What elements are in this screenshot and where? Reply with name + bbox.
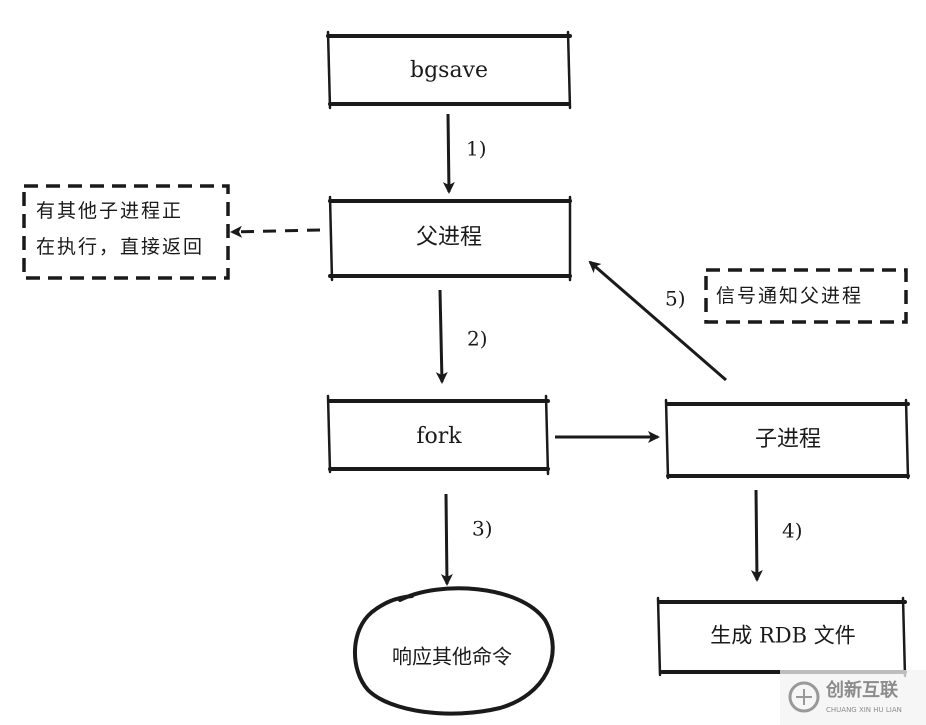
- watermark-name: 创新互联: [825, 679, 898, 701]
- child-process-box: 子进程: [664, 398, 910, 480]
- parent-process-box: 父进程: [328, 195, 572, 282]
- arrow-parent-to-return-note: [230, 225, 321, 238]
- step-1-label: 1): [466, 137, 487, 161]
- arrow-child-to-parent: [588, 260, 727, 382]
- other-child-note: 有其他子进程正 在执行，直接返回: [22, 184, 230, 280]
- arrow-fork-to-other-commands: [440, 493, 453, 586]
- bgsave-box: bgsave: [326, 30, 572, 110]
- child-process-label: 子进程: [755, 427, 821, 452]
- step-4-label: 4): [782, 519, 803, 543]
- fork-box: fork: [326, 394, 550, 476]
- arrow-parent-to-fork: [435, 289, 448, 384]
- rdb-file-label: 生成 RDB 文件: [710, 624, 855, 648]
- watermark-sub: CHUANG XIN HU LIAN: [826, 706, 902, 714]
- watermark-icon: [788, 681, 820, 713]
- arrow-bgsave-to-parent: [442, 113, 455, 194]
- other-commands-label: 响应其他命令: [392, 645, 512, 669]
- step-2-label: 2): [467, 327, 488, 351]
- watermark-logo: 创新互联 CHUANG XIN HU LIAN: [780, 670, 926, 725]
- other-child-note-line2: 在执行，直接返回: [36, 236, 204, 258]
- fork-label: fork: [416, 424, 462, 449]
- step-5-label: 5): [665, 287, 686, 311]
- step-3-label: 3): [472, 517, 493, 541]
- parent-process-label: 父进程: [416, 225, 482, 250]
- signal-note-label: 信号通知父进程: [716, 285, 863, 307]
- bgsave-label: bgsave: [410, 58, 488, 83]
- signal-note: 信号通知父进程: [704, 268, 908, 324]
- rdb-file-box: 生成 RDB 文件: [656, 596, 907, 678]
- arrow-child-to-rdb: [750, 489, 763, 582]
- other-commands-blob: 响应其他命令: [353, 586, 555, 716]
- other-child-note-line1: 有其他子进程正: [36, 200, 183, 222]
